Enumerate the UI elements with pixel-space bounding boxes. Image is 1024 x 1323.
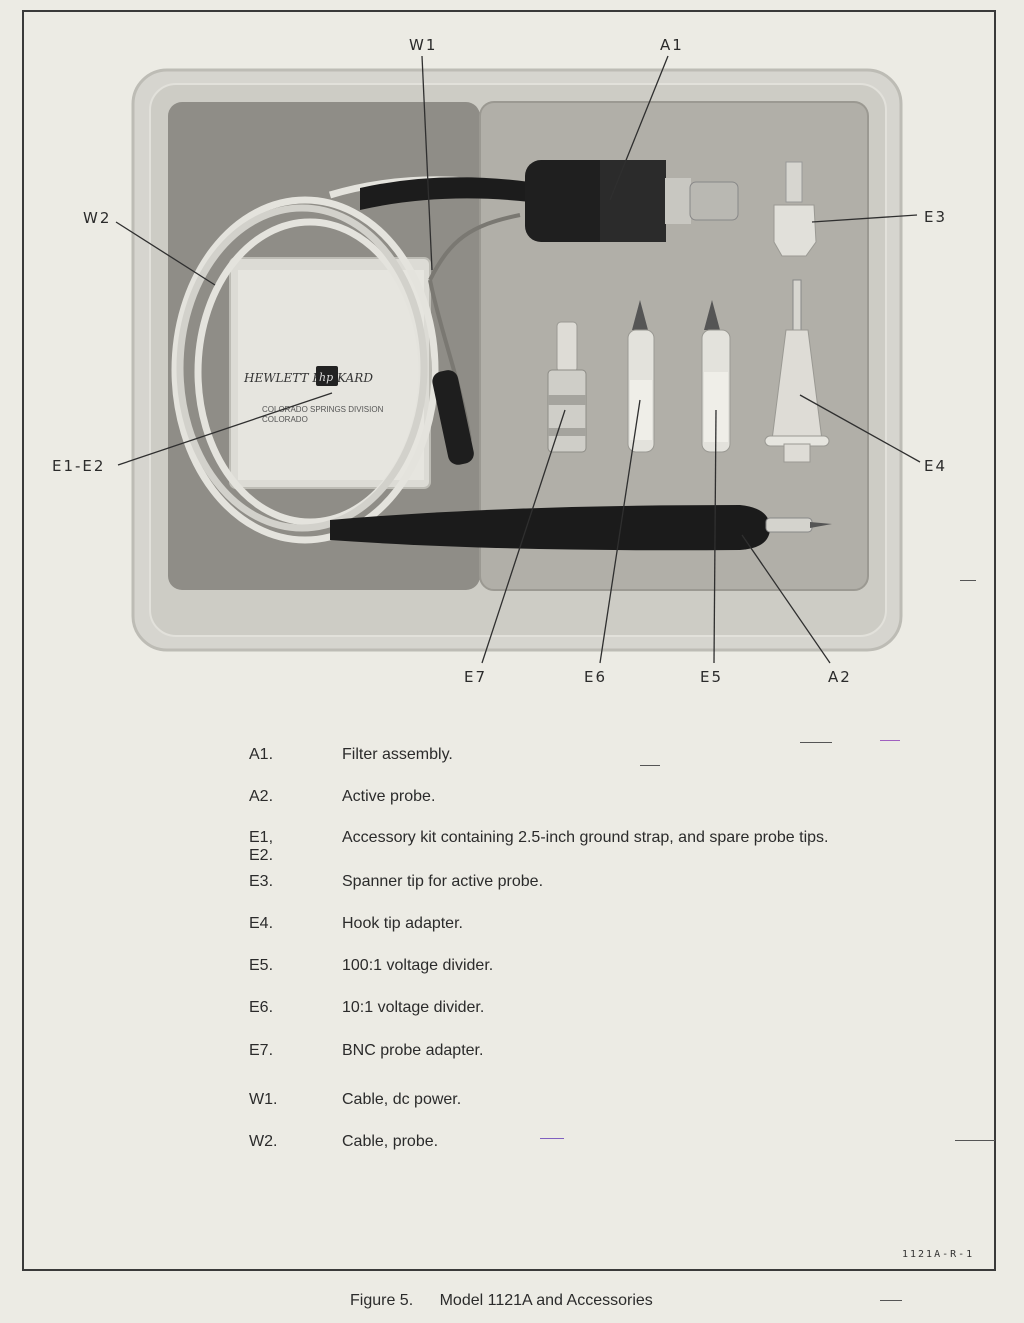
legend-desc: Accessory kit containing 2.5-inch ground… [342, 829, 829, 846]
a1-strain-relief [360, 177, 530, 210]
legend-desc: Cable, dc power. [342, 1091, 462, 1108]
scan-artifact [880, 1300, 902, 1301]
scan-artifact [540, 1138, 564, 1139]
page-frame [22, 10, 996, 1271]
callout-a1: A1 [660, 36, 684, 54]
scan-artifact [880, 740, 900, 741]
legend-key: E3. [249, 873, 274, 890]
legend-key: E1, E2. [249, 829, 274, 864]
figure-number: Figure 5. [350, 1292, 414, 1309]
division-line-2: COLORADO [262, 415, 308, 424]
callout-e7: E7 [464, 668, 488, 686]
hook-tip-adapter [764, 279, 830, 463]
legend-key: E4. [249, 915, 274, 932]
callout-e3: E3 [924, 208, 948, 226]
scan-artifact [640, 765, 660, 766]
legend-desc: 10:1 voltage divider. [342, 999, 485, 1016]
hp-logo-icon: hp [319, 371, 333, 384]
legend-desc: Cable, probe. [342, 1133, 439, 1150]
legend-key: E7. [249, 1042, 274, 1059]
callout-w1: W1 [409, 36, 438, 54]
figure-title: Model 1121A and Accessories [439, 1292, 653, 1309]
callout-e4: E4 [924, 457, 948, 475]
probe-kit-photo: HEWLETT PACKARD hp COLORADO SPRINGS DIVI… [115, 55, 921, 664]
case-brand: HEWLETT PACKARD [243, 371, 373, 385]
legend-desc: 100:1 voltage divider. [342, 957, 494, 974]
legend-desc: Filter assembly. [342, 746, 453, 763]
legend-desc: Spanner tip for active probe. [342, 873, 544, 890]
callout-e5: E5 [700, 668, 724, 686]
voltage-divider-10-1 [627, 300, 655, 453]
active-probe-body [330, 505, 770, 551]
scan-artifact [960, 580, 976, 581]
legend-desc: Active probe. [342, 788, 436, 805]
callout-e1-e2: E1-E2 [52, 457, 106, 475]
legend-key: W1. [249, 1091, 278, 1108]
division-line-1: COLORADO SPRINGS DIVISION [262, 405, 384, 414]
callout-e6: E6 [584, 668, 608, 686]
legend-desc: BNC probe adapter. [342, 1042, 484, 1059]
probe-cable-coil [171, 196, 439, 544]
callout-w2: W2 [83, 209, 112, 227]
figure-caption: Figure 5. Model 1121A and Accessories [350, 1292, 653, 1310]
legend-key: W2. [249, 1133, 278, 1150]
legend-key: A1. [249, 746, 274, 763]
spanner-tip [773, 161, 817, 257]
legend-key: E6. [249, 999, 274, 1016]
scan-artifact [955, 1140, 995, 1141]
legend-key: A2. [249, 788, 274, 805]
legend-desc: Hook tip adapter. [342, 915, 463, 932]
callout-leader-lines [115, 55, 921, 664]
scan-artifact [800, 742, 832, 743]
callout-a2: A2 [828, 668, 852, 686]
figure-code: 1121A-R-1 [902, 1249, 975, 1260]
legend-key: E5. [249, 957, 274, 974]
